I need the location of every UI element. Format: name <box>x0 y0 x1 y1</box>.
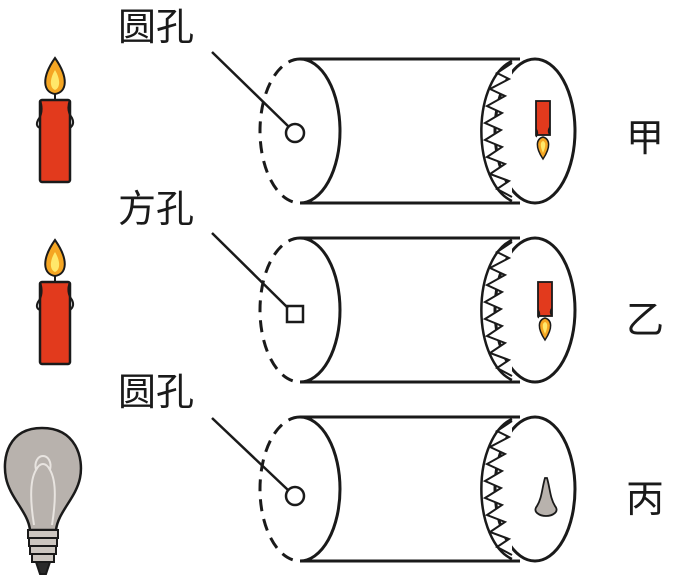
row-yi: 方孔 乙 <box>35 187 664 384</box>
row-bing: 圆孔 丙 <box>3 370 664 575</box>
leader-line <box>211 417 289 491</box>
hole-label: 方孔 <box>118 187 194 231</box>
inverted-candle-image <box>537 281 553 341</box>
candle-icon <box>35 238 75 366</box>
round-hole <box>284 485 306 507</box>
row-label: 乙 <box>626 298 664 342</box>
light-bulb-icon <box>3 426 83 575</box>
cylinder <box>258 415 577 563</box>
cylinder <box>258 57 577 205</box>
leader-line <box>211 51 289 127</box>
inverted-candle-image <box>535 100 551 160</box>
hole-label: 圆孔 <box>118 370 194 414</box>
cylinder <box>258 236 577 384</box>
row-label: 丙 <box>626 477 664 521</box>
candle-icon <box>35 56 75 184</box>
round-hole <box>284 122 306 144</box>
square-hole <box>285 304 305 324</box>
row-label: 甲 <box>626 116 664 160</box>
inverted-bulb-image <box>534 477 558 517</box>
hole-label: 圆孔 <box>118 5 194 49</box>
row-jia: 圆孔 甲 <box>35 5 664 205</box>
leader-line <box>211 232 289 309</box>
